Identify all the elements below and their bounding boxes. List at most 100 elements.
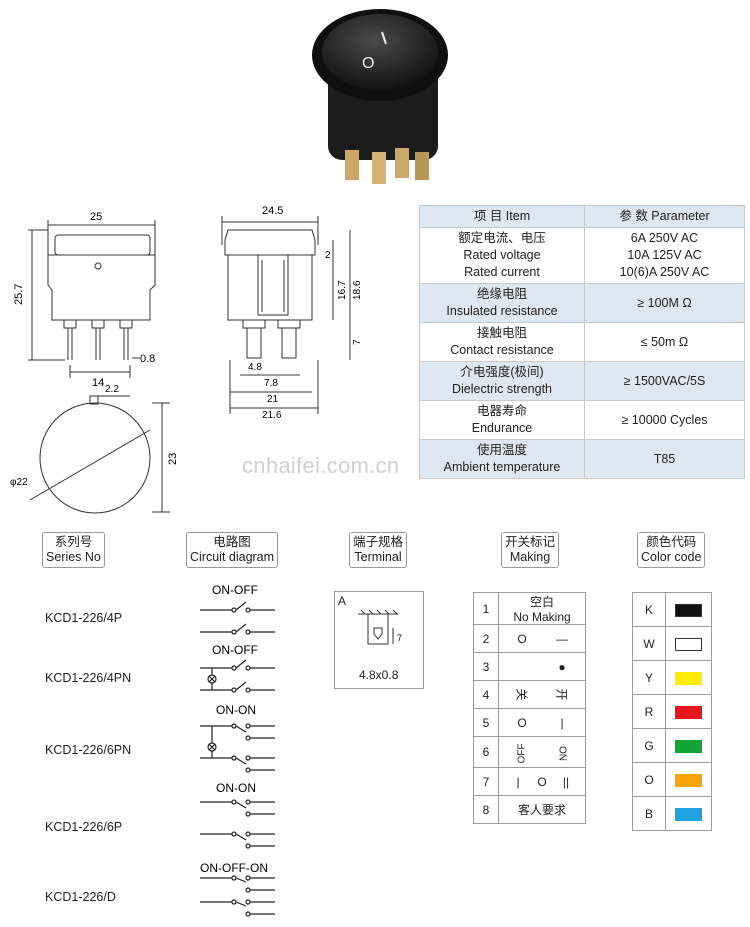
making-symbol: O bbox=[537, 774, 547, 789]
color-swatch-black bbox=[675, 603, 702, 617]
terminal-box: A 7 4.8x0.8 bbox=[334, 591, 424, 689]
color-swatch-red bbox=[675, 705, 702, 719]
param-label-cn: 绝缘电阻 bbox=[476, 287, 527, 301]
color-letter: Y bbox=[632, 660, 666, 695]
param-value: T85 bbox=[584, 439, 745, 479]
dim-pin-w1: 4.8 bbox=[248, 362, 262, 373]
circuit-label: ON-OFF bbox=[212, 643, 258, 657]
dim-pin-thickness: 0.8 bbox=[140, 353, 155, 365]
color-code-table: K W Y R G O B bbox=[632, 592, 712, 831]
dim-round-height: 23 bbox=[167, 453, 179, 465]
circuit-label: ON-ON bbox=[216, 703, 256, 717]
header-cn: 端子规格 bbox=[353, 535, 404, 549]
param-label-en: Endurance bbox=[471, 421, 533, 435]
dim-front-width: 25 bbox=[90, 211, 102, 223]
making-number: 5 bbox=[473, 708, 499, 737]
dimension-drawings: 25 25.7 14 0.8 24.5 2 16.7 18.6 7 4.8 7.… bbox=[10, 205, 363, 514]
header-en: Series No bbox=[46, 550, 101, 564]
color-swatch-white bbox=[675, 637, 702, 651]
param-label-en: Insulated resistance bbox=[446, 304, 558, 318]
switch-photo: O bbox=[312, 9, 448, 184]
dim-side-h1: 16.7 bbox=[337, 280, 348, 300]
dim-round-tab: 2.2 bbox=[105, 384, 119, 395]
making-symbol: ● bbox=[558, 659, 566, 674]
header-en: Terminal bbox=[354, 550, 402, 564]
color-letter: W bbox=[632, 626, 666, 661]
header-cn: 开关标记 bbox=[505, 535, 556, 549]
param-label-en: Dielectric strength bbox=[451, 382, 553, 396]
color-letter: R bbox=[632, 694, 666, 729]
watermark: cnhaifei.com.cn bbox=[242, 453, 400, 478]
making-number: 8 bbox=[473, 795, 499, 824]
making-symbol: | bbox=[516, 774, 520, 789]
header-en: Making bbox=[509, 550, 551, 564]
param-label-cn: 接触电阻 bbox=[476, 326, 527, 340]
making-symbol: || bbox=[562, 774, 570, 789]
param-label-cn: 电器寿命 bbox=[476, 404, 527, 418]
making-number: 2 bbox=[473, 624, 499, 653]
color-swatch-blue bbox=[675, 807, 702, 821]
param-label-cn: 使用温度 bbox=[476, 443, 527, 457]
making-number: 6 bbox=[473, 736, 499, 768]
dim-base-w1: 21 bbox=[267, 394, 279, 405]
dim-side-width: 24.5 bbox=[262, 205, 283, 217]
color-swatch-orange bbox=[675, 773, 702, 787]
color-swatch-yellow bbox=[675, 671, 702, 685]
param-header-item: 项 目 Item bbox=[419, 205, 585, 228]
param-value: 10(6)A 250V AC bbox=[619, 265, 710, 279]
dim-pin-len: 7 bbox=[352, 339, 363, 345]
dim-pin-w2: 7.8 bbox=[264, 378, 278, 389]
series-item: KCD1-226/4PN bbox=[45, 671, 132, 685]
making-symbol: ON bbox=[556, 746, 568, 761]
series-item: KCD1-226/6PN bbox=[45, 743, 132, 757]
param-value: ≥ 100M Ω bbox=[584, 283, 745, 323]
making-symbol: O bbox=[517, 631, 527, 646]
making-symbol: OFF bbox=[516, 743, 528, 764]
header-cn: 系列号 bbox=[54, 535, 93, 549]
making-number: 7 bbox=[473, 767, 499, 796]
dim-pin-spacing: 14 bbox=[92, 377, 104, 389]
making-custom: 客人要求 bbox=[498, 795, 586, 824]
param-label-cn: 介电强度(极间) bbox=[460, 365, 544, 379]
series-item: KCD1-226/4P bbox=[45, 611, 123, 625]
dim-front-height: 25.7 bbox=[13, 284, 25, 305]
param-value: ≥ 10000 Cycles bbox=[584, 400, 745, 440]
making-symbol: | bbox=[560, 715, 564, 730]
making-symbol: — bbox=[556, 631, 568, 646]
header-cn: 电路图 bbox=[213, 535, 251, 549]
color-letter: O bbox=[632, 762, 666, 797]
circuit-label: ON-OFF-ON bbox=[200, 861, 268, 875]
header-en: Circuit diagram bbox=[190, 550, 275, 564]
param-header-parameter: 参 数 Parameter bbox=[584, 205, 745, 228]
making-symbol: 关 bbox=[514, 688, 529, 701]
making-number: 3 bbox=[473, 652, 499, 681]
color-swatch-green bbox=[675, 739, 702, 753]
terminal-letter: A bbox=[338, 594, 347, 608]
terminal-icon: 7 bbox=[358, 609, 402, 645]
header-en: Color code bbox=[641, 550, 702, 564]
terminal-size: 4.8x0.8 bbox=[359, 668, 399, 682]
param-value: 6A 250V AC bbox=[630, 231, 699, 245]
dim-round-dia: φ22 bbox=[10, 477, 28, 488]
making-en: No Making bbox=[513, 610, 571, 624]
making-number: 1 bbox=[473, 592, 499, 625]
making-number: 4 bbox=[473, 680, 499, 709]
circuit-label: ON-OFF bbox=[212, 583, 258, 597]
making-symbol: 开 bbox=[554, 688, 569, 701]
param-label-en: Ambient temperature bbox=[443, 460, 561, 474]
color-letter: K bbox=[632, 592, 666, 627]
param-value: ≥ 1500VAC/5S bbox=[584, 361, 745, 401]
off-mark: O bbox=[362, 55, 374, 72]
circuit-diagrams: ON-OFF ON-OFF ON-ON ON-ON ON-OFF-ON bbox=[200, 583, 275, 917]
terminal-dim: 7 bbox=[397, 633, 402, 643]
dim-base-w2: 21.6 bbox=[262, 410, 282, 421]
header-cn: 颜色代码 bbox=[646, 535, 697, 549]
making-cn: 空白 bbox=[529, 595, 554, 609]
